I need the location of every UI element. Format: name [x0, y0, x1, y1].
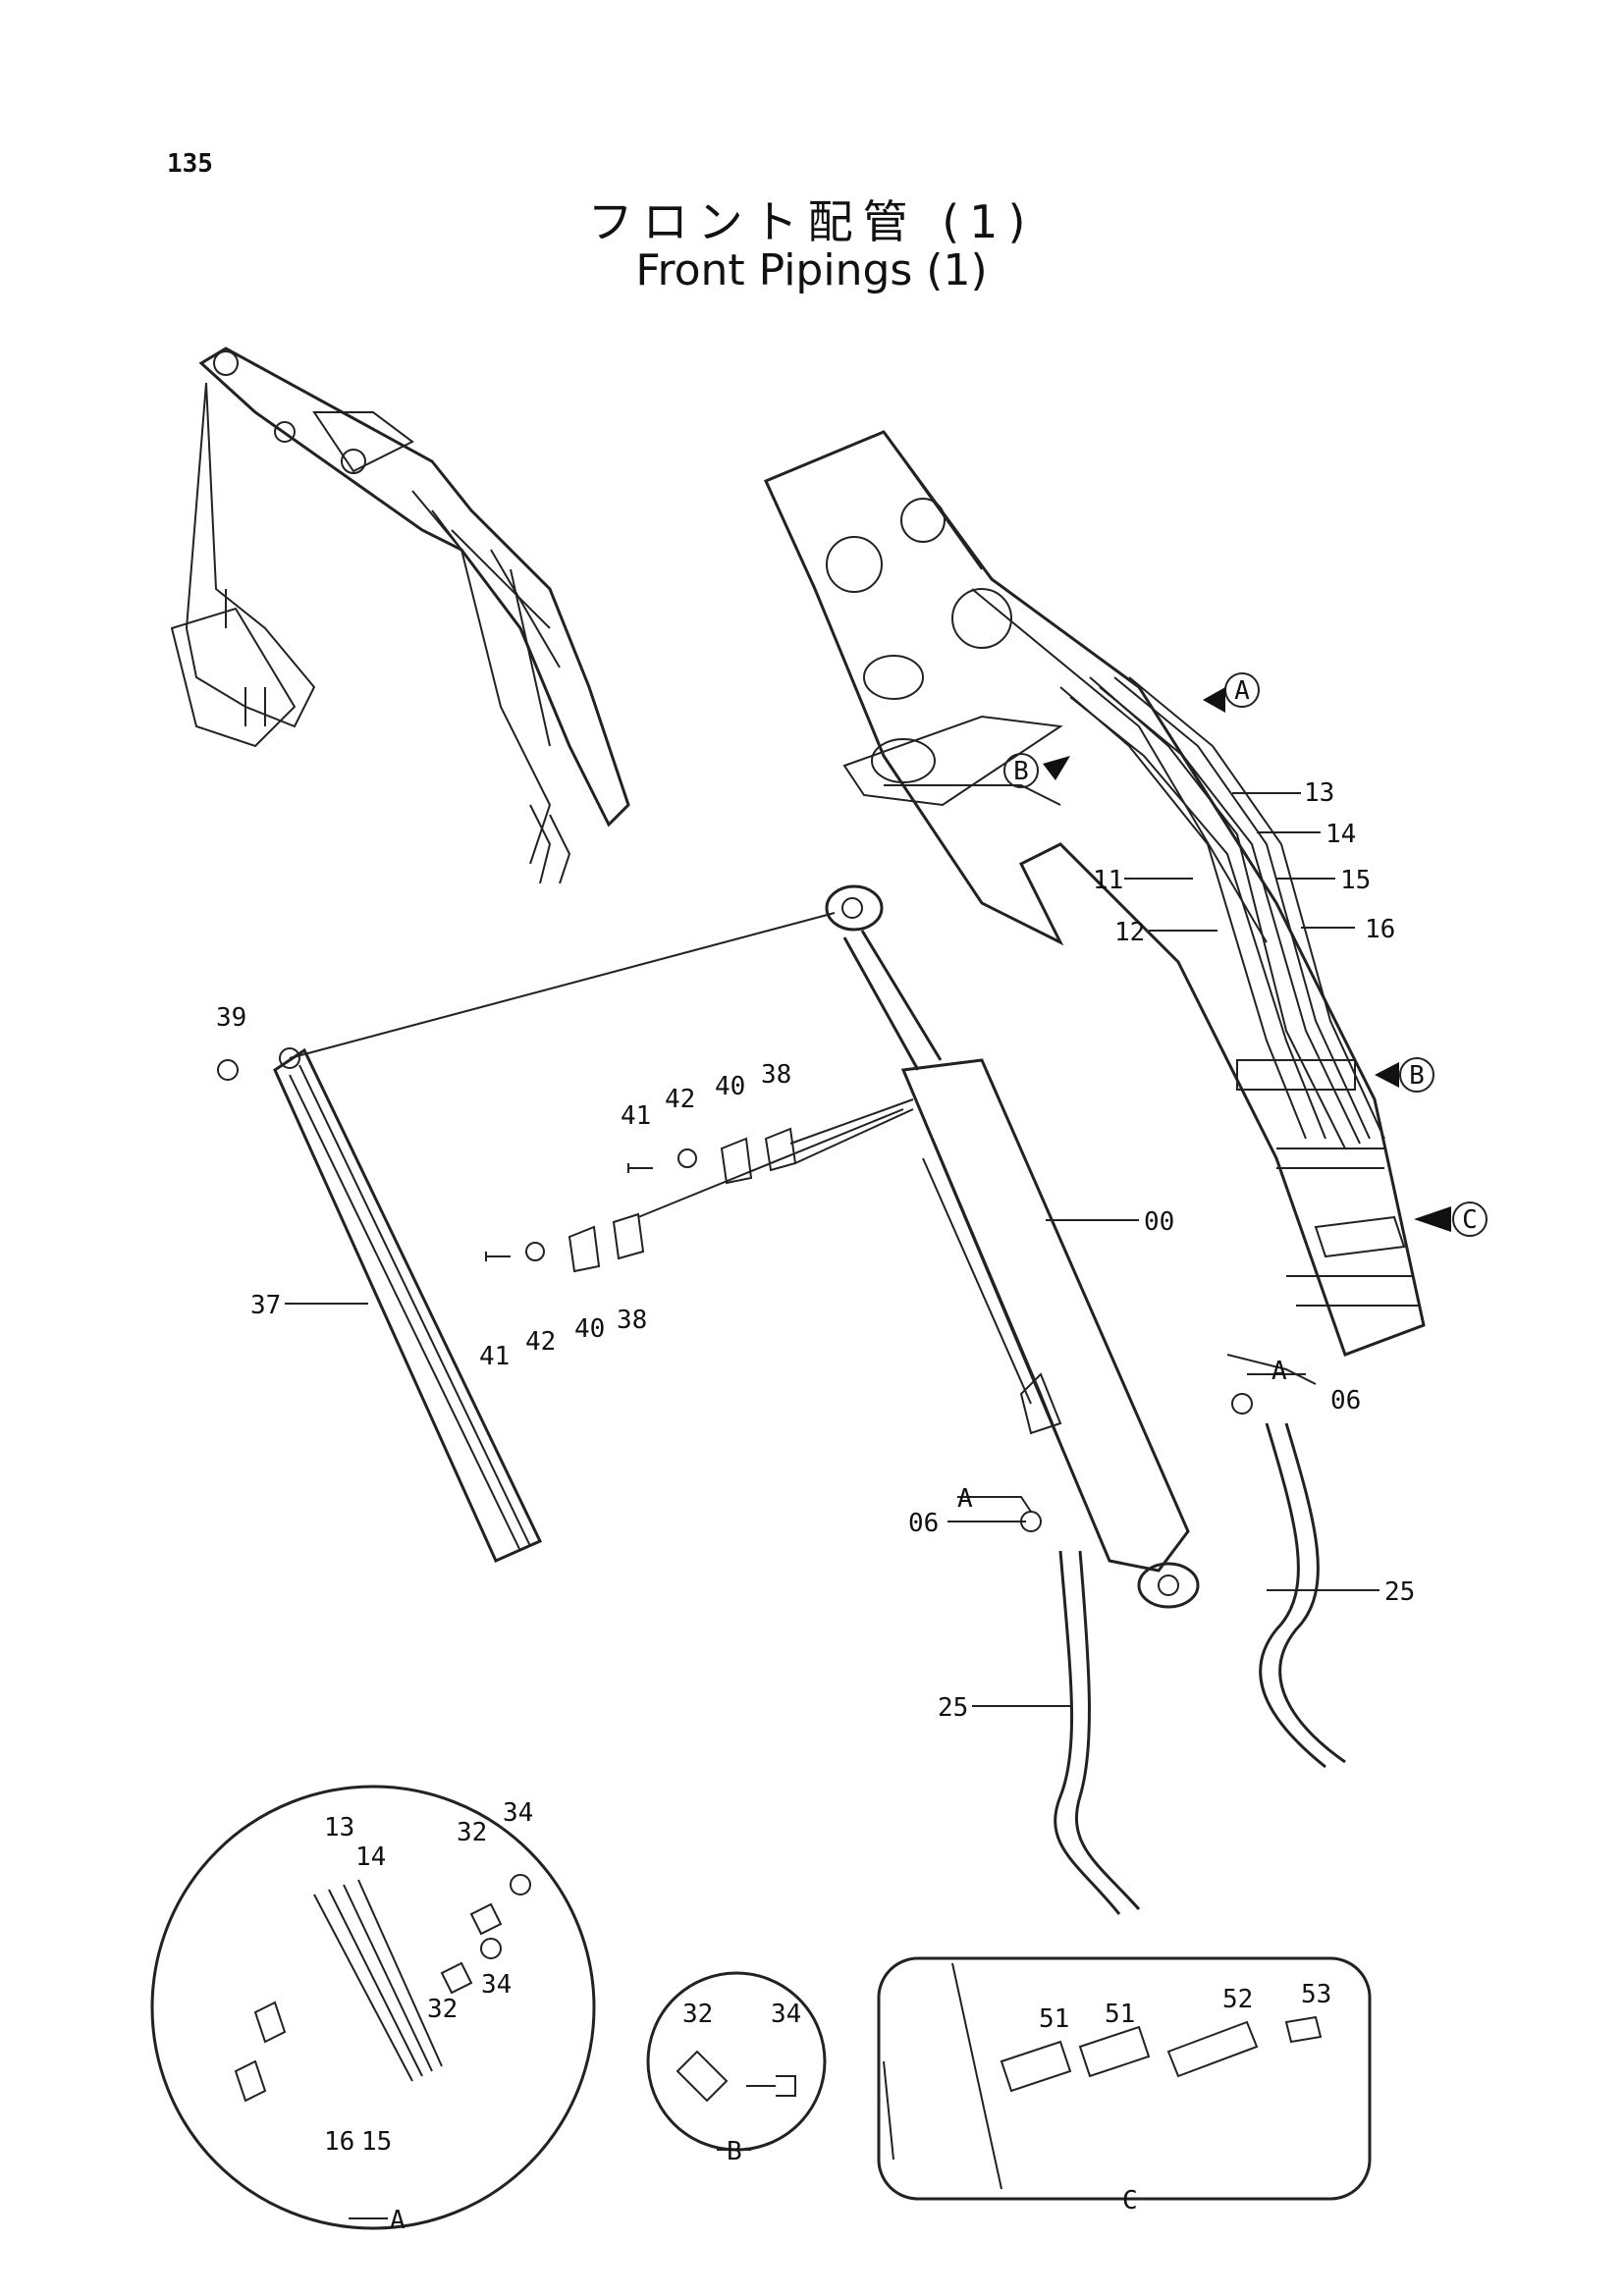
detail-a-leader-label-right: A [1271, 1357, 1287, 1386]
callout-a-13: 13 [324, 1813, 354, 1842]
callout-c-53: 53 [1301, 1980, 1331, 2009]
clamp-parts-upper [627, 1098, 914, 1185]
callout-a-32-upper: 32 [457, 1818, 487, 1847]
page-number: 135 [167, 149, 213, 179]
boom-illustration [763, 430, 1426, 1357]
callout-12: 12 [1114, 918, 1145, 947]
excavator-overview-illustration [170, 347, 630, 884]
callout-41-upper: 41 [621, 1101, 651, 1131]
callout-41-lower: 41 [479, 1342, 510, 1371]
svg-text:A: A [1234, 676, 1250, 706]
callout-40-lower: 40 [574, 1314, 605, 1344]
callout-39: 39 [216, 1003, 246, 1033]
view-marker-c: C [1414, 1201, 1488, 1237]
title-japanese: フロント配管 (1) [587, 195, 1036, 248]
view-marker-a: A [1203, 672, 1260, 713]
callout-42-lower: 42 [525, 1327, 556, 1357]
callout-b-34: 34 [771, 2000, 801, 2029]
callout-06-right: 06 [1330, 1386, 1361, 1415]
callout-a-16: 16 [324, 2127, 354, 2157]
detail-a-leader-label: A [957, 1484, 973, 1514]
callout-b-32: 32 [682, 2000, 713, 2029]
cylinder-cover [217, 912, 836, 1563]
svg-text:B: B [1409, 1061, 1425, 1091]
callout-a-34-lower: 34 [481, 1970, 512, 2000]
callout-c-51-right: 51 [1105, 2000, 1135, 2029]
callout-25-left: 25 [938, 1693, 968, 1723]
callout-13: 13 [1304, 778, 1334, 808]
callout-15: 15 [1340, 866, 1371, 895]
svg-text:B: B [1013, 757, 1029, 786]
callout-25-right: 25 [1384, 1577, 1415, 1607]
detail-a [150, 1785, 596, 2230]
callout-00: 00 [1144, 1207, 1174, 1237]
hoses-and-fittings [1020, 1393, 1346, 1915]
view-marker-b-right: B [1375, 1057, 1434, 1093]
callout-37: 37 [250, 1291, 281, 1320]
view-marker-b-top: B [1003, 753, 1070, 788]
boom-pipes [1059, 676, 1419, 1307]
detail-c-label: C [1122, 2186, 1138, 2216]
callout-a-34-upper: 34 [503, 1798, 533, 1828]
detail-c [877, 1956, 1372, 2201]
leader-lines [285, 792, 1380, 2219]
callout-38-upper: 38 [761, 1060, 791, 1090]
callout-c-51-left: 51 [1039, 2004, 1069, 2034]
clamp-parts-lower [485, 1108, 904, 1273]
callout-16: 16 [1365, 915, 1395, 944]
svg-text:C: C [1462, 1205, 1478, 1235]
callout-06-left: 06 [908, 1509, 939, 1538]
title-english: Front Pipings (1) [635, 245, 988, 295]
callout-42-upper: 42 [665, 1085, 695, 1114]
callout-a-32-lower: 32 [427, 1995, 458, 2024]
callout-a-14: 14 [355, 1842, 386, 1872]
detail-a-label: A [390, 2206, 406, 2235]
callout-c-52: 52 [1222, 1985, 1253, 2014]
callout-38-lower: 38 [617, 1306, 647, 1335]
callout-40-upper: 40 [715, 1072, 745, 1101]
callout-11: 11 [1093, 866, 1123, 895]
detail-b-label: B [727, 2137, 742, 2166]
boom-cylinder [825, 884, 1200, 1609]
callout-14: 14 [1325, 820, 1356, 849]
callout-a-15: 15 [361, 2127, 392, 2157]
